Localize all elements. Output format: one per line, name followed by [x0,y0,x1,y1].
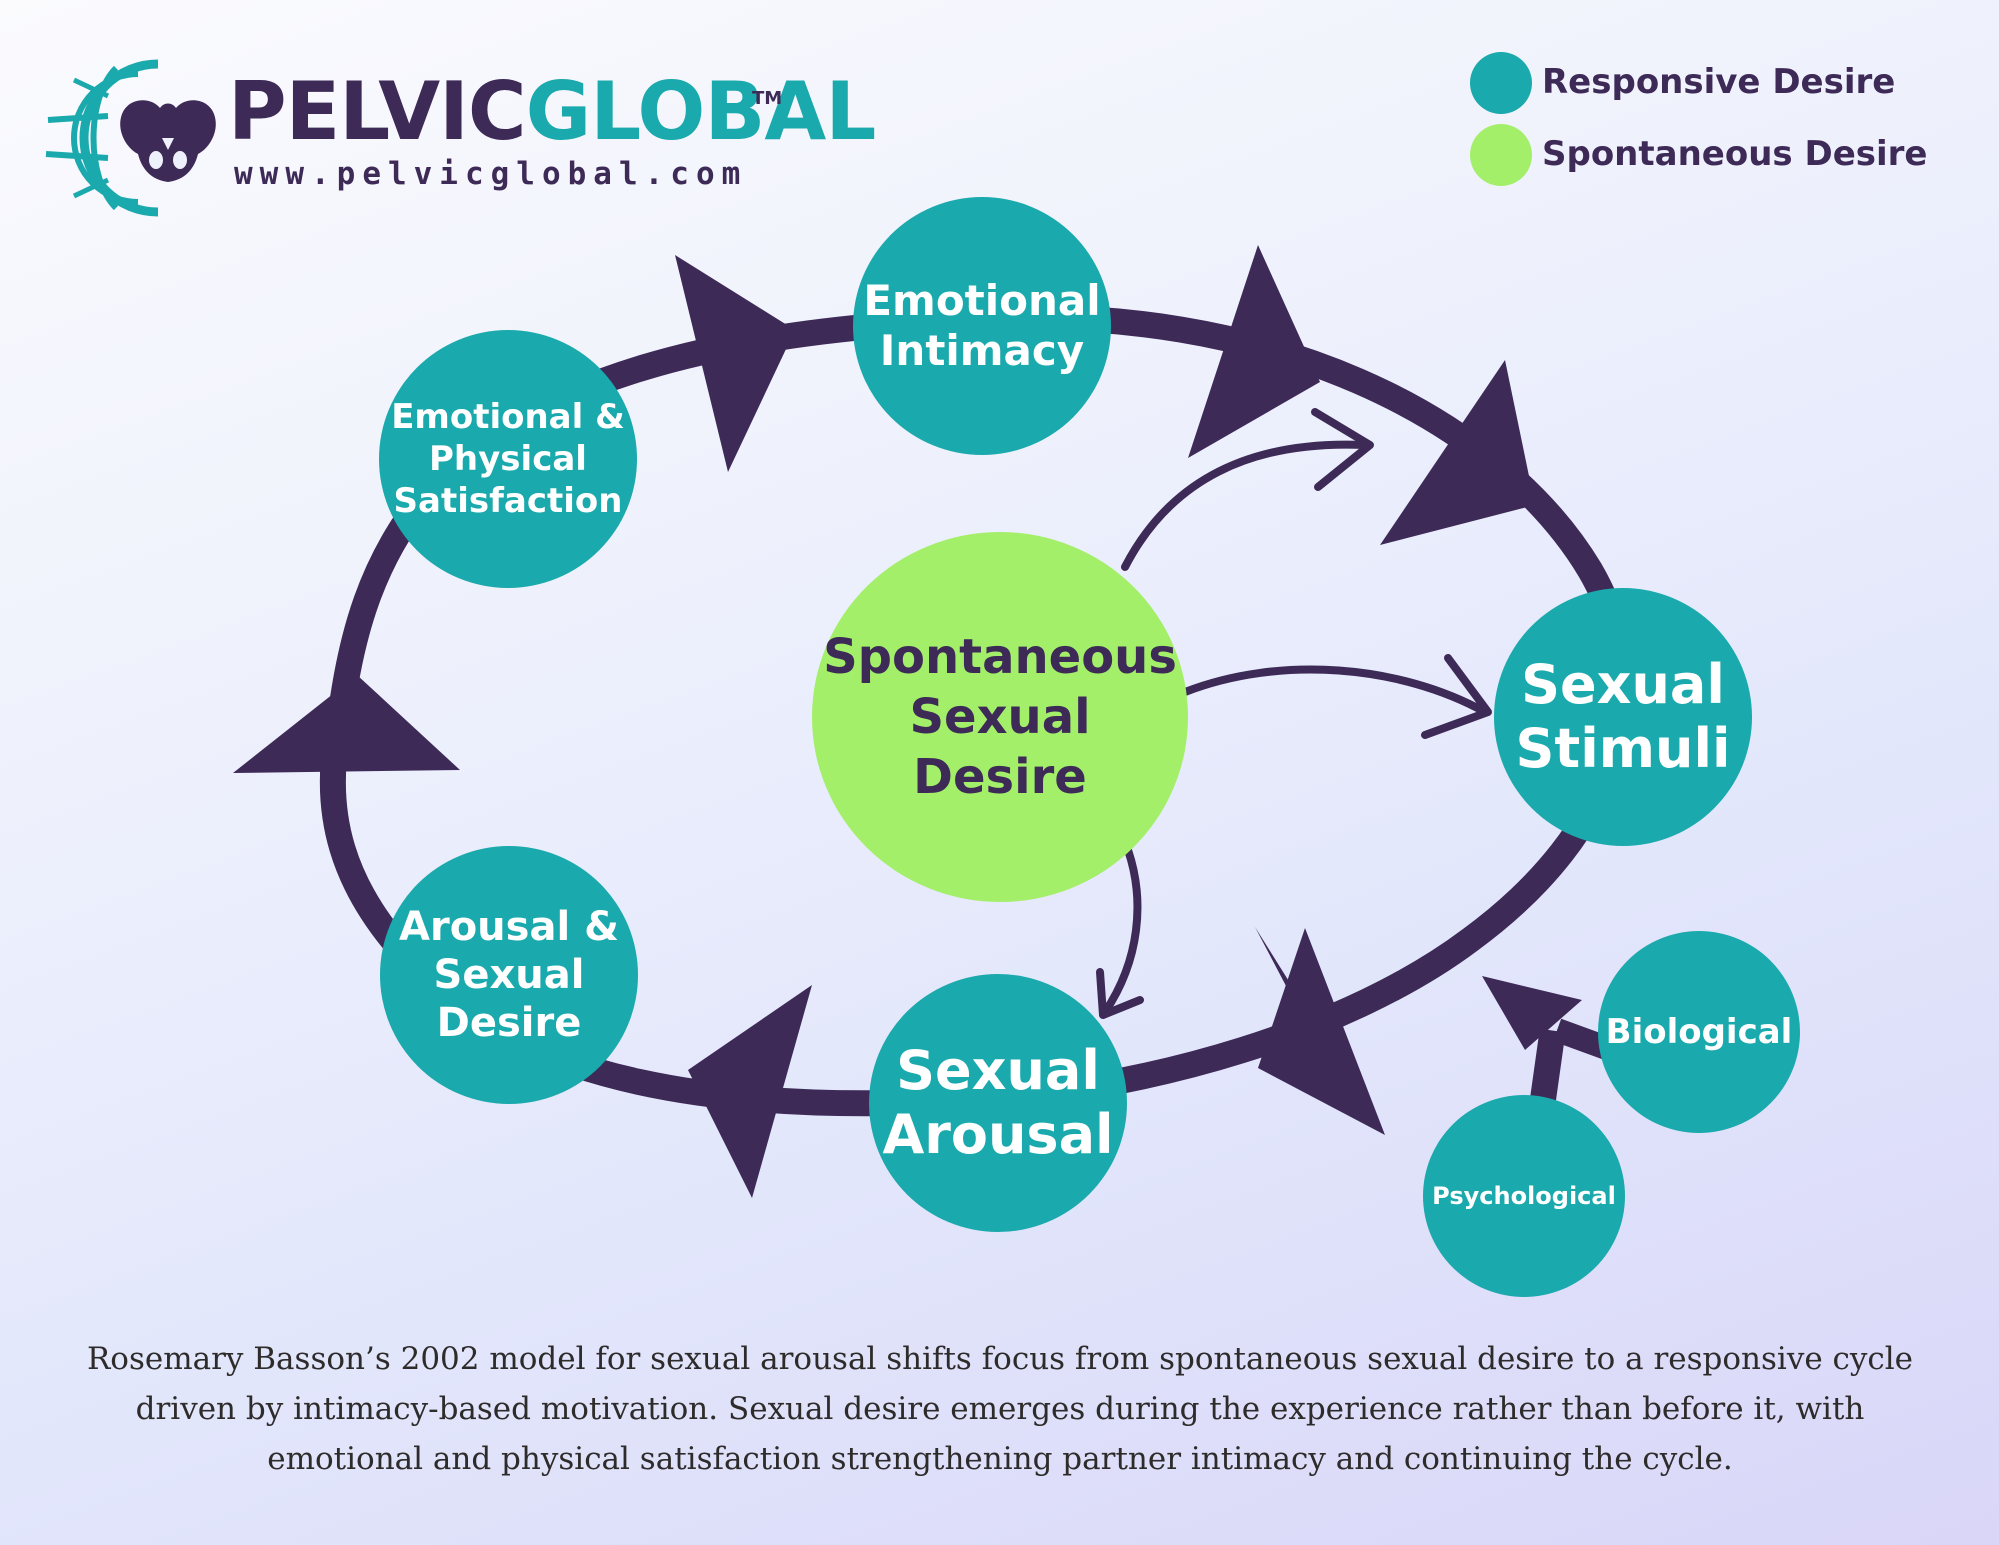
node-biological: Biological [1598,931,1800,1133]
node-sexual-stimuli: Sexual Stimuli [1494,588,1752,846]
arrowhead-bottom-right-tip [1258,928,1385,1135]
node-emotional-physical-satisfaction: Emotional & Physical Satisfaction [379,330,637,588]
factor-arrowhead [1482,976,1582,1050]
node-spontaneous-sexual-desire-label: Spontaneous Sexual Desire [823,629,1177,805]
node-emotional-intimacy: Emotional Intimacy [853,197,1111,455]
node-arousal-sexual-desire: Arousal & Sexual Desire [380,846,638,1104]
node-psychological-label: Psychological [1432,1182,1616,1210]
arrowhead-top-right [1188,245,1320,458]
node-psychological: Psychological [1423,1095,1625,1297]
trademark-mark: TM [752,88,783,109]
brand-name: PELVICGLOBAL [228,72,876,152]
spontaneous-connectors [1096,408,1492,1019]
caption-text: Rosemary Basson’s 2002 model for sexual … [86,1341,1914,1477]
brand-url: www.pelvicglobal.com [234,156,748,192]
node-spontaneous-sexual-desire: Spontaneous Sexual Desire [812,532,1188,902]
legend-swatch-spontaneous [1470,124,1532,186]
connector-to-intimacy-zone [1121,440,1369,571]
connector-to-sexual-stimuli-head [1421,654,1492,739]
arrowhead-left [233,675,460,773]
connector-to-sexual-arousal-head [1096,968,1144,1019]
cycle-arrowheads [233,245,1535,1198]
globe-pelvis-icon [45,59,216,217]
node-emotional-physical-satisfaction-label: Emotional & Physical Satisfaction [391,397,625,521]
connector-to-sexual-stimuli [1181,665,1489,716]
legend-label-spontaneous: Spontaneous Desire [1542,134,1928,174]
node-biological-label: Biological [1605,1012,1793,1052]
arrowhead-bottom-left [688,985,812,1198]
node-sexual-arousal: Sexual Arousal [869,974,1127,1232]
connector-to-intimacy-zone-head [1311,408,1374,491]
legend-label-responsive: Responsive Desire [1542,62,1896,102]
node-emotional-intimacy-label: Emotional Intimacy [863,276,1101,375]
node-sexual-arousal-label: Sexual Arousal [882,1039,1114,1166]
arrowhead-top-left [675,255,795,472]
legend-swatch-responsive [1470,52,1532,114]
brand-name-part1: PELVIC [228,65,527,158]
brand-name-part2: GLOBAL [525,65,877,158]
arrowhead-right-upper [1380,360,1535,545]
connector-to-sexual-arousal [1101,846,1142,1016]
node-sexual-stimuli-label: Sexual Stimuli [1515,653,1731,780]
node-arousal-sexual-desire-label: Arousal & Sexual Desire [399,904,619,1046]
